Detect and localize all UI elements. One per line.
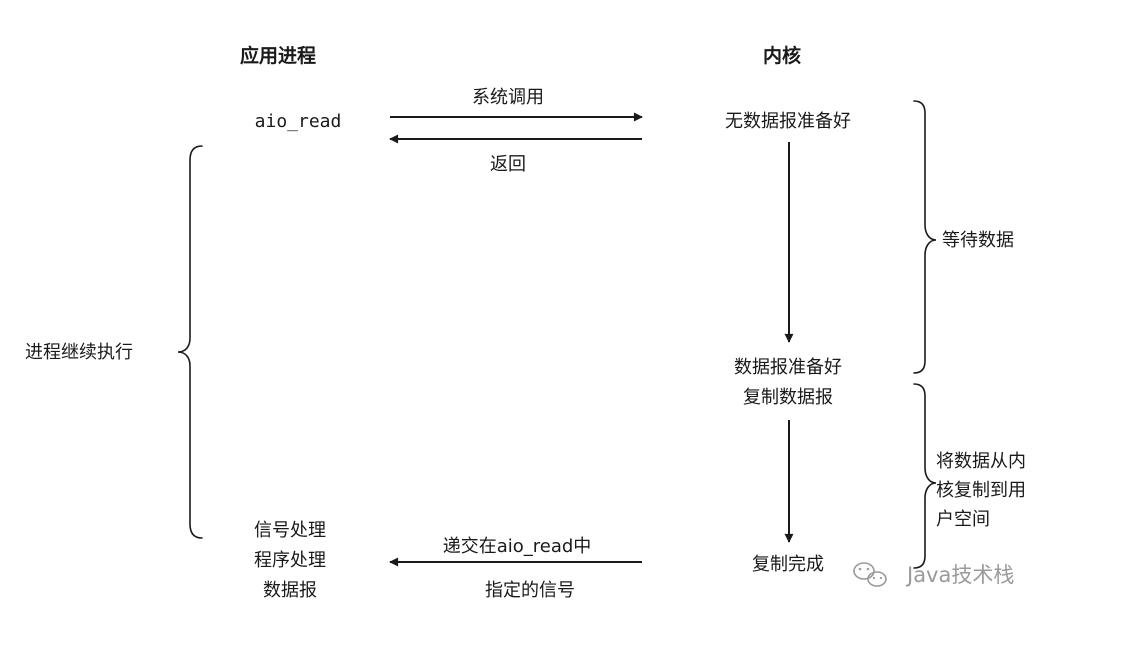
signal-handler-line2: 程序处理 (254, 550, 326, 571)
copy-data-label-line2: 核复制到用 (936, 480, 1026, 501)
process-continue-brace (177, 145, 203, 539)
watermark-text: Java技术栈 (905, 563, 1014, 587)
datagram-ready: 数据报准备好 (734, 357, 842, 378)
copy-data-label-line1: 将数据从内 (936, 451, 1026, 472)
copy-datagram: 复制数据报 (743, 387, 833, 408)
signal-handler-line3: 数据报 (263, 580, 317, 601)
kernel-header: 内核 (763, 44, 801, 67)
copy-complete: 复制完成 (752, 554, 824, 575)
deliver-signal-label-line1: 递交在aio_read中 (443, 536, 592, 557)
return-label: 返回 (490, 154, 526, 175)
deliver-signal-label-line2: 指定的信号 (485, 580, 575, 601)
wait-data-brace (913, 100, 937, 374)
aio-read-call: aio_read (255, 111, 342, 132)
copy-data-label-line3: 户空间 (936, 509, 990, 530)
wechat-icon (853, 562, 887, 587)
process-continue-label: 进程继续执行 (25, 342, 133, 363)
application-process-header: 应用进程 (240, 44, 316, 67)
copy-data-brace (913, 383, 937, 569)
signal-handler-line1: 信号处理 (254, 520, 326, 541)
wait-data-label: 等待数据 (942, 230, 1014, 251)
no-datagram-ready: 无数据报准备好 (725, 111, 851, 132)
syscall-label: 系统调用 (472, 87, 544, 108)
